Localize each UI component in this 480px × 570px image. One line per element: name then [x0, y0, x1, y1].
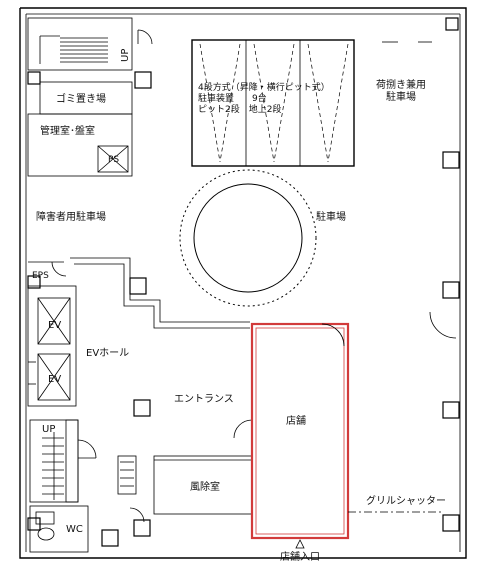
up-label-top: UP [120, 49, 131, 62]
parking-label: 駐車場 [316, 210, 346, 223]
accessible-parking-label: 障害者用駐車場 [36, 210, 106, 223]
store-entrance-marker [295, 539, 305, 549]
turntable [179, 169, 317, 307]
wc-room [29, 505, 89, 553]
eps-label: EPS [32, 271, 49, 281]
outer-walls [19, 7, 467, 559]
columns [27, 17, 460, 547]
windbreak-label: 風除室 [190, 480, 220, 493]
management-room [27, 113, 133, 177]
windbreak-room [117, 419, 253, 523]
loading-parking-line2: 駐車場 [386, 90, 416, 103]
store-entrance-label: 店舗入口 [280, 550, 320, 563]
up-label-stair: UP [42, 424, 55, 435]
parking-device-line1: 4段方式（昇降・横行ピット式） [198, 81, 330, 93]
ev1-label: EV [48, 320, 61, 331]
ps-shaft [97, 145, 129, 173]
wc-label: WC [66, 524, 83, 535]
store-label: 店舗 [286, 414, 306, 427]
grille-shutter-label: グリルシャッター [366, 494, 446, 507]
interior-walls [27, 257, 250, 407]
garbage-label: ゴミ置き場 [56, 92, 106, 105]
stair-lower [29, 419, 97, 503]
loading-parking-line1: 荷捌き兼用 [376, 78, 426, 91]
stair-core-top [27, 17, 153, 71]
parking-device-line3: ピット2段 地上2段 [198, 103, 281, 115]
store-room [250, 322, 350, 540]
ev-hall-label: EVホール [86, 347, 129, 359]
parking-device-line2: 駐車装置 9台 [198, 92, 267, 104]
mechanical-parking [191, 39, 355, 167]
ev2-label: EV [48, 374, 61, 385]
entrance-label: エントランス [174, 393, 234, 405]
ps-label: PS [108, 155, 119, 165]
management-label: 管理室･盤室 [40, 124, 95, 137]
